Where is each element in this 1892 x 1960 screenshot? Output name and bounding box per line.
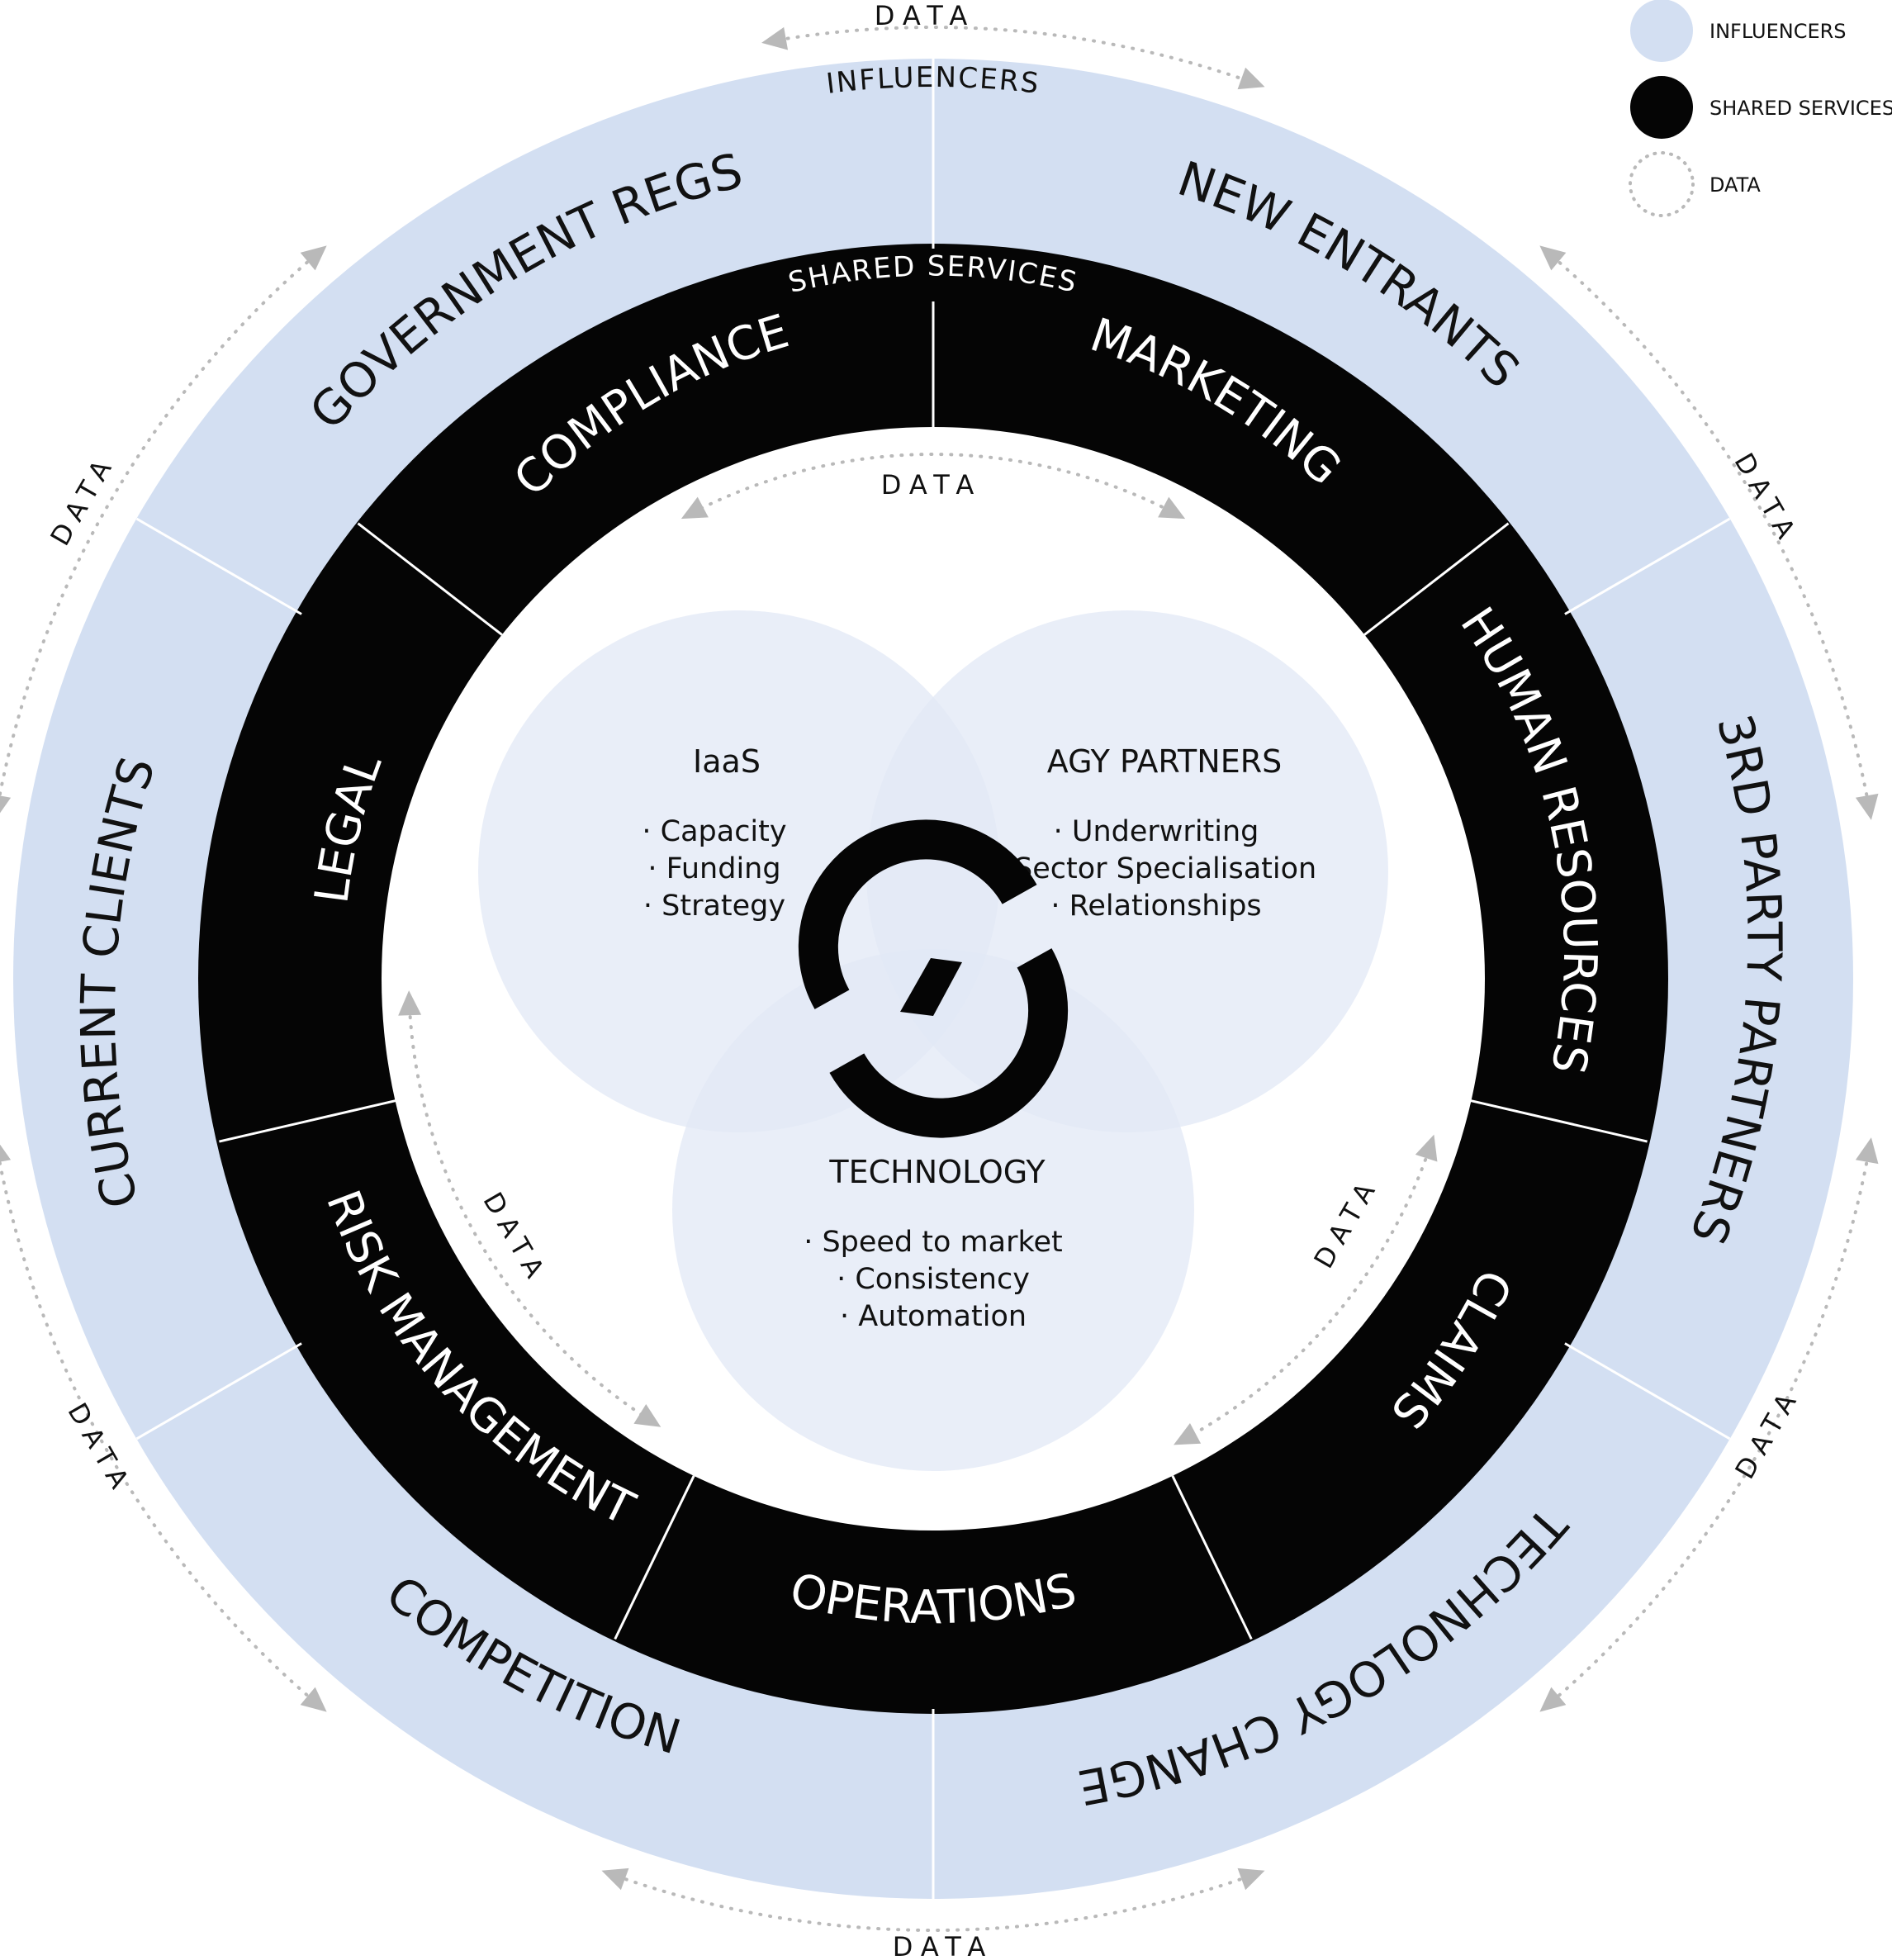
venn-bullet: · Speed to market (804, 1226, 1063, 1259)
data-arrowhead (1855, 793, 1879, 820)
shared-service-dividers (219, 301, 1648, 1640)
data-arrowhead (398, 990, 422, 1016)
data-arc (685, 453, 1182, 518)
data-arrowhead (0, 795, 12, 814)
venn-bullet: · Automation (840, 1300, 1027, 1333)
data-arrowhead (680, 496, 709, 520)
venn-bullet: · Relationships (1050, 890, 1261, 923)
data-arrowhead (1237, 1867, 1265, 1891)
data-arrowhead (1415, 1134, 1438, 1162)
data-arc (766, 26, 1261, 87)
venn-title: AGY PARTNERS (1047, 743, 1282, 780)
data-arrowhead (1237, 67, 1265, 90)
data-arrowhead (633, 1403, 661, 1427)
legend-swatch-shared-services (1630, 76, 1693, 139)
legend: INFLUENCERS SHARED SERVICES DATA (1629, 0, 1892, 217)
data-arrowhead (1158, 496, 1186, 520)
data-arrowhead (300, 1687, 327, 1712)
venn-bullet: · Sector Specialisation (996, 852, 1316, 885)
data-arrowhead (1539, 1687, 1567, 1712)
venn-bullet: · Capacity (642, 815, 786, 848)
data-arrowhead (1855, 1137, 1879, 1165)
venn-diagram (478, 610, 1388, 1471)
venn-title: IaaS (693, 743, 761, 780)
data-arrowhead (1539, 245, 1567, 271)
venn-bullet: · Strategy (643, 890, 785, 923)
data-label-top: DATA (875, 0, 975, 31)
venn-bullet: · Consistency (837, 1263, 1030, 1296)
data-arrowhead (761, 26, 789, 50)
brand-logo-icon (798, 819, 1069, 1138)
data-arc (1178, 1139, 1434, 1444)
data-arrowhead (0, 1144, 12, 1162)
legend-label-shared-services: SHARED SERVICES (1709, 97, 1892, 120)
venn-iaas-text: IaaS · Capacity · Funding · Strategy (642, 743, 786, 923)
venn-agy-text: AGY PARTNERS · Underwriting · Sector Spe… (996, 743, 1316, 923)
data-label-bottom: DATA (893, 1931, 993, 1960)
venn-bullet: · Funding (647, 852, 780, 885)
influencers-ring-title: INFLUENCERS (824, 61, 1041, 101)
data-arrowhead (300, 245, 327, 271)
influencer-dividers (135, 59, 1731, 1899)
venn-bullet: · Underwriting (1054, 815, 1259, 848)
legend-swatch-data (1629, 151, 1695, 217)
legend-label-data: DATA (1709, 173, 1761, 197)
data-flow-arcs (0, 26, 1879, 1932)
data-arrowhead (601, 1867, 629, 1891)
data-label-upper-right: DATA (1728, 448, 1805, 551)
data-arrowhead (1174, 1422, 1202, 1445)
venn-technology-text: TECHNOLOGY · Speed to market · Consisten… (804, 1154, 1063, 1333)
legend-label-influencers: INFLUENCERS (1709, 20, 1847, 43)
data-label-inner-top: DATA (881, 469, 982, 501)
legend-swatch-influencers (1630, 0, 1693, 62)
data-arc (407, 995, 657, 1426)
venn-title: TECHNOLOGY (828, 1154, 1046, 1190)
venn-circle-technology (672, 949, 1194, 1471)
